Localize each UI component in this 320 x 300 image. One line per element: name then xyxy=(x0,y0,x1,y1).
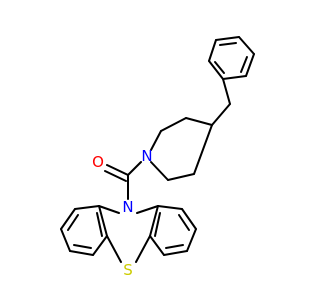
bond-inner xyxy=(67,214,79,231)
structure-drawing: O N N S xyxy=(60,36,255,279)
bond xyxy=(163,250,188,256)
carbonyl-bond xyxy=(104,170,127,182)
bond xyxy=(92,235,108,256)
benzyl-phenyl-ring xyxy=(208,36,255,80)
bond xyxy=(222,78,231,105)
bond xyxy=(215,36,240,41)
bond xyxy=(127,161,142,176)
bond xyxy=(208,39,217,62)
bond xyxy=(245,53,255,77)
bond xyxy=(98,205,120,214)
bond xyxy=(222,75,247,80)
carbonyl-bond xyxy=(106,164,129,176)
atom-oxygen: O xyxy=(92,153,104,171)
atom-sulfur: S xyxy=(123,261,133,279)
bond xyxy=(149,205,159,237)
bond xyxy=(60,228,71,252)
bond-inner xyxy=(214,61,225,74)
bond-inner xyxy=(165,244,184,249)
bond xyxy=(136,205,159,214)
bond xyxy=(186,228,197,252)
bond-inner xyxy=(219,42,237,46)
bond-inner xyxy=(154,212,161,237)
phenothiazine-core xyxy=(60,205,197,263)
atom-nitrogen-phenothiazine: N xyxy=(122,198,133,216)
bond xyxy=(185,117,213,126)
bond xyxy=(69,250,94,256)
bond-inner xyxy=(96,212,103,237)
bond xyxy=(157,205,183,210)
bond xyxy=(160,117,187,132)
bond xyxy=(193,124,213,175)
atom-nitrogen-piperidine: N xyxy=(141,147,152,165)
piperidine-ring xyxy=(150,117,213,181)
bond xyxy=(181,208,197,230)
bond-inner xyxy=(240,56,248,73)
bond-inner xyxy=(73,244,92,249)
bond xyxy=(60,208,76,230)
bond-inner xyxy=(178,214,190,231)
bond xyxy=(238,36,255,55)
bond xyxy=(98,205,108,237)
bond xyxy=(74,205,100,210)
molecule-diagram: O N N S xyxy=(60,36,255,279)
bond xyxy=(150,161,169,181)
bond xyxy=(208,60,224,80)
bond xyxy=(167,173,195,181)
bond xyxy=(211,103,231,126)
bond xyxy=(150,130,162,151)
bond xyxy=(106,235,122,263)
bond xyxy=(135,235,151,263)
bond xyxy=(149,235,165,256)
